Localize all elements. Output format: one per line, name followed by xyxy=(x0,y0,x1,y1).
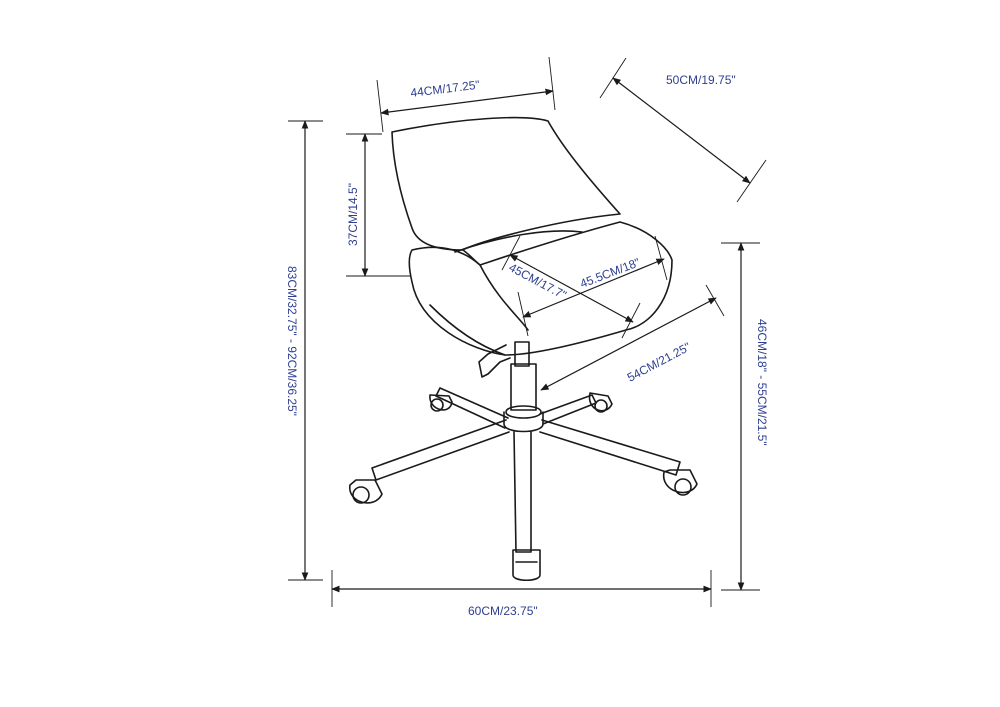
dimension-seat-height: 46CM/18" - 55CM/21.5" xyxy=(721,242,769,591)
backrest xyxy=(391,116,621,251)
dimension-overall-height: 83CM/32.75" - 92CM/36.25" xyxy=(285,120,323,581)
label-depth: 50CM/19.75" xyxy=(666,73,736,87)
dimension-base-reach: 54CM/21.25" xyxy=(540,284,725,391)
label-seat-height: 46CM/18" - 55CM/21.5" xyxy=(755,319,769,446)
chair-illustration xyxy=(349,116,698,582)
dimension-base-width: 60CM/23.75" xyxy=(331,570,712,618)
label-seat-width: 44CM/17.25" xyxy=(410,78,481,100)
label-base-width: 60CM/23.75" xyxy=(468,604,538,618)
height-lever xyxy=(478,344,511,378)
star-base xyxy=(371,387,681,553)
label-overall-height: 83CM/32.75" - 92CM/36.25" xyxy=(285,266,299,416)
dimension-depth: 50CM/19.75" xyxy=(599,57,767,203)
dimension-backrest-height: 37CM/14.5" xyxy=(346,133,410,277)
label-seat-inner-width: 45.5CM/18" xyxy=(578,255,642,291)
label-base-reach: 54CM/21.25" xyxy=(625,340,693,385)
casters xyxy=(349,392,698,582)
gas-lift xyxy=(505,341,542,419)
label-backrest-height: 37CM/14.5" xyxy=(346,183,360,246)
